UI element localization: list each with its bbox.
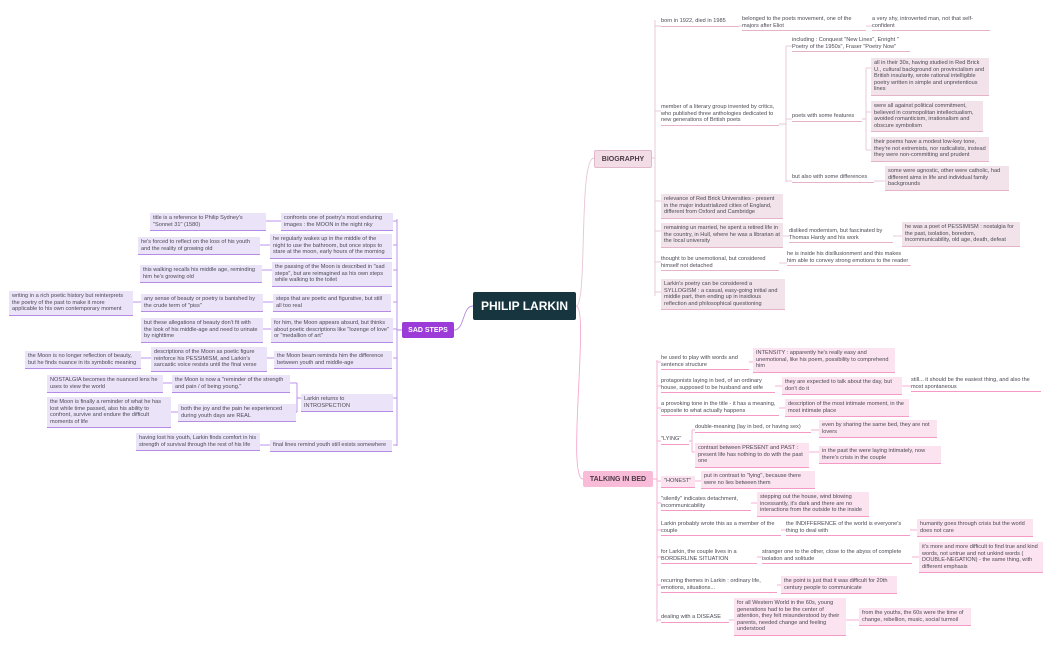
central-topic[interactable]: PHILIP LARKIN xyxy=(473,292,576,320)
topic-node[interactable]: he's forced to reflect on the loss of hi… xyxy=(138,237,260,256)
topic-node[interactable]: some were agnostic, other were catholic,… xyxy=(885,166,1009,191)
topic-node[interactable]: from the youths, the 60s were the time o… xyxy=(859,608,971,627)
branch-biography[interactable]: BIOGRAPHY xyxy=(594,150,652,168)
topic-node[interactable]: Larkin probably wrote this as a member o… xyxy=(661,521,781,537)
connector-line xyxy=(575,305,584,480)
topic-node[interactable]: steps that are poetic and figurative, bu… xyxy=(273,294,391,313)
topic-node[interactable]: a provoking tone in the title - it has a… xyxy=(661,401,779,417)
topic-node[interactable]: this walking recalls his middle age, rem… xyxy=(140,265,262,284)
topic-node[interactable]: still... it should be the easiest thing,… xyxy=(911,377,1041,393)
topic-node[interactable]: having lost his youth, Larkin finds comf… xyxy=(136,433,260,452)
topic-node[interactable]: it's more and more difficult to find tru… xyxy=(919,542,1043,574)
topic-node[interactable]: NOSTALGIA becomes the nuanced lens he us… xyxy=(47,375,163,394)
topic-node[interactable]: he was a poet of PESSIMISM : nostalgia f… xyxy=(902,222,1020,247)
connector-line xyxy=(689,430,693,452)
topic-node[interactable]: the Moon is now a "reminder of the stren… xyxy=(172,375,290,394)
topic-node[interactable]: the Moon is no longer reflection of beau… xyxy=(25,351,141,370)
topic-node[interactable]: the Moon beam reminds him the difference… xyxy=(274,351,392,370)
topic-node[interactable]: "HONEST" xyxy=(661,476,695,488)
topic-node[interactable]: Larkin returns to INTROSPECTION xyxy=(301,394,393,413)
topic-node[interactable]: belonged to the poets movement, one of t… xyxy=(742,16,866,32)
topic-node[interactable]: even by sharing the same bed, they are n… xyxy=(819,420,937,439)
connector-line xyxy=(575,157,595,307)
topic-node[interactable]: protagonists laying in bed, of an ordina… xyxy=(661,378,775,394)
connector-line xyxy=(650,20,656,296)
topic-node[interactable]: double-meaning (lay in bed, or having se… xyxy=(695,424,811,433)
topic-node[interactable]: including : Conquest "New Lines", Enrigh… xyxy=(792,37,910,53)
connector-line xyxy=(453,305,474,331)
connector-line xyxy=(296,383,301,412)
topic-node[interactable]: stranger one to the other, close to the … xyxy=(762,549,912,565)
branch-talking-in-bed[interactable]: TALKING IN BED xyxy=(583,471,653,487)
connector-line xyxy=(779,46,787,182)
topic-node[interactable]: a very shy, introverted man, not that se… xyxy=(872,16,990,32)
topic-node[interactable]: he is inside his disillusionment and thi… xyxy=(787,251,911,267)
topic-node[interactable]: for all Western World in the 60s, young … xyxy=(734,598,846,636)
topic-node[interactable]: confronts one of poetry's most enduring … xyxy=(281,213,393,232)
connector-line xyxy=(862,68,867,150)
topic-node[interactable]: born in 1922, died in 1985 xyxy=(661,18,739,27)
connector-line xyxy=(653,360,658,622)
topic-node[interactable]: Larkin's poetry can be considered a SYLL… xyxy=(661,279,785,311)
topic-node[interactable]: the Moon is finally a reminder of what h… xyxy=(47,397,171,429)
topic-node[interactable]: their poems have a modest low-key tone, … xyxy=(871,137,989,162)
topic-node[interactable]: poets with some features xyxy=(792,113,862,122)
topic-node[interactable]: descriptions of the Moon as poetic figur… xyxy=(151,347,267,372)
topic-node[interactable]: final lines remind youth still exists so… xyxy=(270,440,392,452)
branch-sad-steps[interactable]: SAD STEPS xyxy=(402,322,454,338)
topic-node[interactable]: the passing of the Moon is described in … xyxy=(272,262,392,287)
topic-node[interactable]: for Larkin, the couple lives in a BORDER… xyxy=(661,549,757,565)
topic-node[interactable]: disliked modernism, but fascinated by Th… xyxy=(789,228,893,244)
topic-node[interactable]: put in contrast to "lying", because ther… xyxy=(701,471,815,490)
topic-node[interactable]: remaining un married, he spent a retired… xyxy=(661,223,783,248)
topic-node[interactable]: thought to be unemotional, but considere… xyxy=(661,256,779,272)
topic-node[interactable]: the point is just that it was difficult … xyxy=(781,576,897,595)
topic-node[interactable]: stepping out the house, wind blowing inc… xyxy=(757,492,869,517)
topic-node[interactable]: any sense of beauty or poetry is banishe… xyxy=(141,294,263,313)
topic-node[interactable]: but also with some differences xyxy=(792,174,874,183)
topic-node[interactable]: contrast between PRESENT and PAST : pres… xyxy=(695,443,809,468)
topic-node[interactable]: for him, the Moon appears absurd, but th… xyxy=(271,318,393,343)
topic-node[interactable]: writing in a rich poetic history but rei… xyxy=(9,291,133,316)
topic-node[interactable]: dealing with a DISEASE xyxy=(661,614,729,623)
topic-node[interactable]: all in their 30s, having studied in Red … xyxy=(871,58,989,96)
topic-node[interactable]: but these allegations of beauty don't fi… xyxy=(141,318,263,343)
topic-node[interactable]: INTENSITY : apparently he's really easy … xyxy=(753,348,895,373)
topic-node[interactable]: he used to play with words and sentence … xyxy=(661,355,749,371)
topic-node[interactable]: they are expected to talk about the day,… xyxy=(782,377,902,396)
topic-node[interactable]: description of the most intimate moment,… xyxy=(785,399,909,418)
connector-line xyxy=(396,219,402,446)
topic-node[interactable]: in the past the were laying intimately, … xyxy=(819,446,941,465)
topic-node[interactable]: humanity goes through crisis but the wor… xyxy=(917,519,1033,538)
topic-node[interactable]: were all against political commitment, b… xyxy=(871,101,983,133)
topic-node[interactable]: member of a literary group invented by c… xyxy=(661,104,779,126)
topic-node[interactable]: relevance of Red Brick Universities - pr… xyxy=(661,194,783,219)
topic-node[interactable]: both the joy and the pain he experienced… xyxy=(178,404,296,423)
topic-node[interactable]: title is a reference to Philip Sydney's … xyxy=(150,213,266,232)
topic-node[interactable]: "silently" indicates detachment, incommu… xyxy=(661,496,751,512)
topic-node[interactable]: the INDIFFERENCE of the world is everyon… xyxy=(786,521,910,537)
topic-node[interactable]: he regularly wakes up in the middle of t… xyxy=(270,234,392,259)
topic-node[interactable]: recurring themes in Larkin : ordinary li… xyxy=(661,578,777,594)
topic-node[interactable]: "LYING" xyxy=(661,436,689,445)
